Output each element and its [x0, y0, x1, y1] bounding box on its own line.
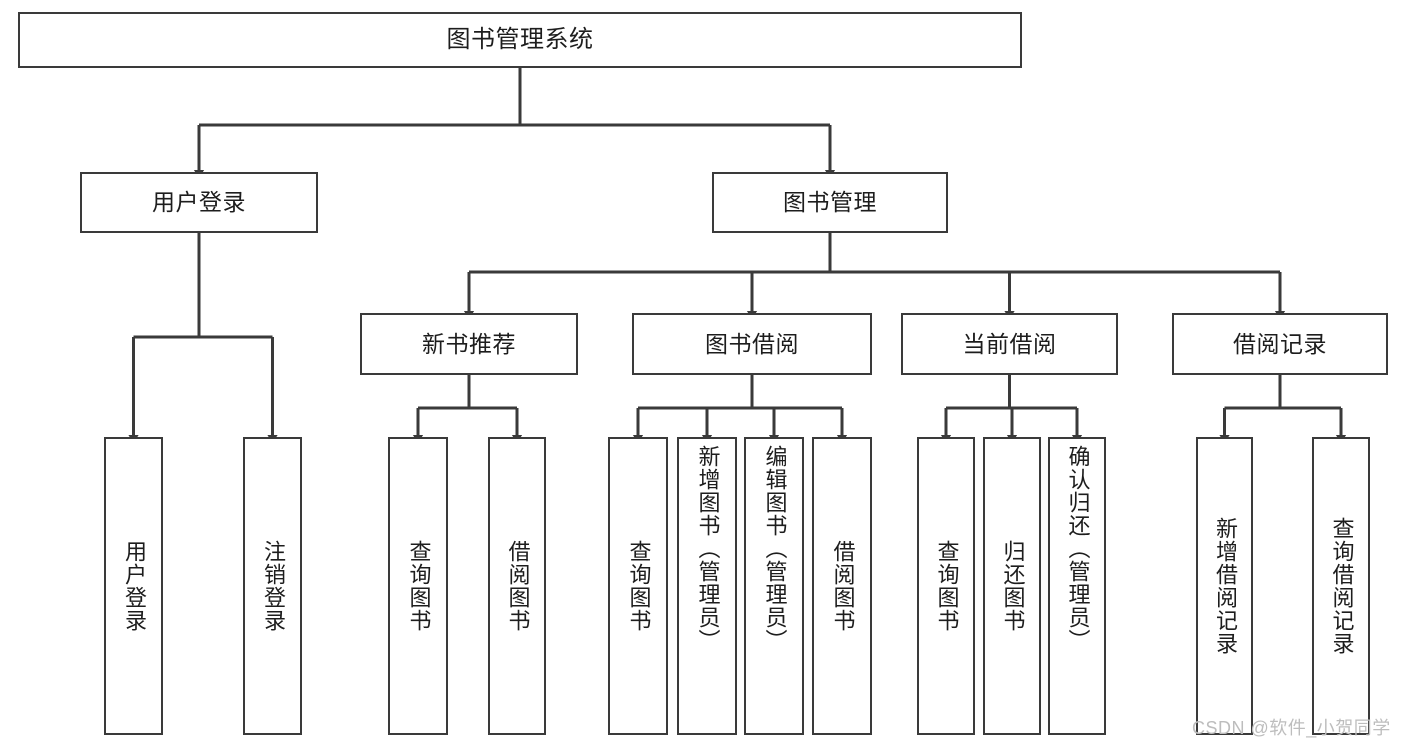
- leaf-borrow-query-book[interactable]: 查询图书: [608, 437, 668, 735]
- node-label: 图书管理: [783, 189, 877, 216]
- node-label: 用户登录: [152, 189, 246, 216]
- node-label: 查询图书: [626, 540, 652, 632]
- node-root-system[interactable]: 图书管理系统: [18, 12, 1022, 68]
- leaf-current-confirm-return[interactable]: 确认归还（管理员）: [1048, 437, 1106, 735]
- leaf-borrow-borrow-book[interactable]: 借阅图书: [812, 437, 872, 735]
- node-label: 图书借阅: [705, 330, 799, 357]
- node-label: 编辑图书（管理员）: [762, 445, 788, 652]
- leaf-borrow-add-book[interactable]: 新增图书（管理员）: [677, 437, 737, 735]
- node-label: 当前借阅: [962, 330, 1057, 357]
- node-label: 查询图书: [934, 540, 960, 632]
- node-label: 借阅记录: [1233, 330, 1327, 357]
- leaf-record-query-borrow-record[interactable]: 查询借阅记录: [1312, 437, 1370, 735]
- node-label: 新增借阅记录: [1212, 517, 1238, 655]
- node-borrow-record[interactable]: 借阅记录: [1172, 313, 1388, 375]
- node-book-borrow[interactable]: 图书借阅: [632, 313, 872, 375]
- node-label: 查询图书: [406, 540, 432, 632]
- node-label: 新书推荐: [422, 330, 516, 357]
- node-label: 归还图书: [1000, 540, 1026, 632]
- node-label: 查询借阅记录: [1329, 517, 1355, 655]
- node-book-management[interactable]: 图书管理: [712, 172, 948, 233]
- leaf-borrow-edit-book[interactable]: 编辑图书（管理员）: [744, 437, 804, 735]
- leaf-user-login[interactable]: 用户登录: [104, 437, 163, 735]
- node-label: 确认归还（管理员）: [1065, 445, 1091, 652]
- node-label: 图书管理系统: [446, 26, 594, 54]
- node-label: 用户登录: [121, 540, 147, 632]
- leaf-recommend-borrow-book[interactable]: 借阅图书: [488, 437, 546, 735]
- node-user-login[interactable]: 用户登录: [80, 172, 318, 233]
- node-label: 注销登录: [260, 540, 286, 632]
- leaf-current-return-book[interactable]: 归还图书: [983, 437, 1041, 735]
- leaf-record-add-borrow-record[interactable]: 新增借阅记录: [1196, 437, 1253, 735]
- node-current-borrow[interactable]: 当前借阅: [901, 313, 1118, 375]
- leaf-recommend-query-book[interactable]: 查询图书: [388, 437, 448, 735]
- node-label: 借阅图书: [505, 540, 531, 632]
- leaf-current-query-book[interactable]: 查询图书: [917, 437, 975, 735]
- node-label: 新增图书（管理员）: [695, 445, 721, 652]
- node-new-book-recommend[interactable]: 新书推荐: [360, 313, 578, 375]
- csdn-watermark: CSDN @软件_小贺同学: [1192, 718, 1391, 738]
- node-label: 借阅图书: [830, 540, 856, 632]
- leaf-logout[interactable]: 注销登录: [243, 437, 302, 735]
